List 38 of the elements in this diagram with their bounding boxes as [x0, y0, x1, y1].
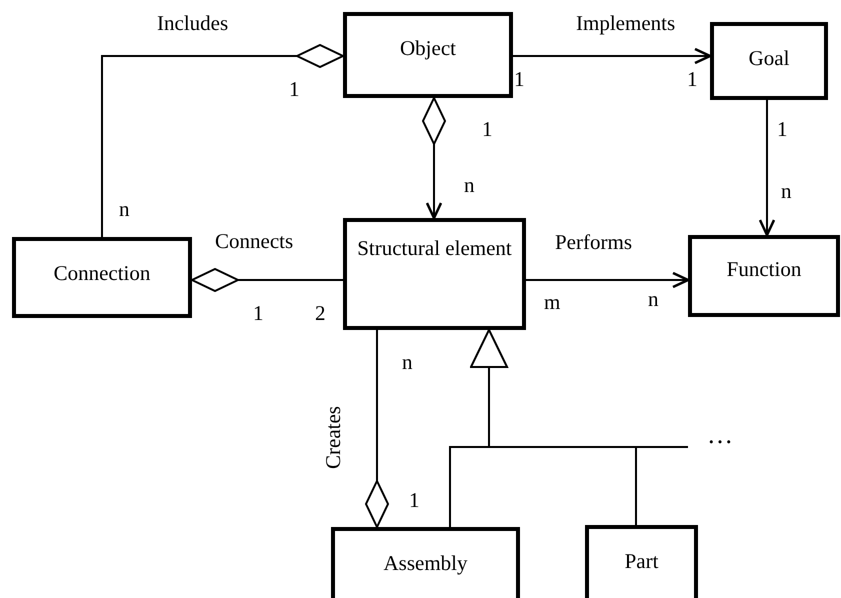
- aggregation-line: [422, 97, 446, 220]
- multiplicity-label: 1: [253, 302, 264, 324]
- multiplicity-label: m: [544, 291, 560, 313]
- class-box: [688, 235, 840, 317]
- multiplicity-label: 1: [514, 68, 524, 90]
- multiplicity-label: 1: [777, 118, 788, 140]
- aggregation-line: [191, 268, 343, 292]
- association-arrow: [526, 272, 690, 288]
- aggregation-line: [365, 330, 389, 528]
- multiplicity-label: n: [464, 174, 474, 196]
- generalization-arrow: [470, 329, 637, 525]
- association-arrow: [758, 100, 776, 236]
- class-name: Object: [399, 36, 457, 60]
- multiplicity-label: 1: [289, 78, 300, 100]
- class-box: [343, 12, 513, 98]
- class-name: Function: [726, 257, 802, 281]
- class-name: Part: [624, 549, 660, 573]
- multiplicity-label: 1: [409, 489, 420, 511]
- class-box: [585, 525, 698, 598]
- multiplicity-label: n: [402, 351, 412, 373]
- multiplicity-label: 1: [687, 68, 698, 90]
- aggregation-line: [101, 44, 344, 237]
- multiplicity-label: n: [648, 288, 658, 310]
- class-name: Structural element: [356, 236, 513, 260]
- class-box: [343, 218, 526, 330]
- ellipsis: …: [707, 424, 736, 446]
- class-box: [710, 22, 828, 100]
- edge-label: Implements: [574, 12, 678, 34]
- multiplicity-label: n: [119, 198, 130, 220]
- multiplicity-label: 1: [482, 118, 492, 140]
- class-name: Assembly: [382, 551, 468, 575]
- class-box: [12, 237, 192, 318]
- class-box: [331, 527, 520, 598]
- class-name: Goal: [748, 46, 790, 70]
- class-name: Connection: [52, 261, 152, 285]
- association-arrow: [513, 48, 712, 64]
- multiplicity-label: 2: [315, 302, 326, 324]
- multiplicity-label: n: [781, 180, 792, 202]
